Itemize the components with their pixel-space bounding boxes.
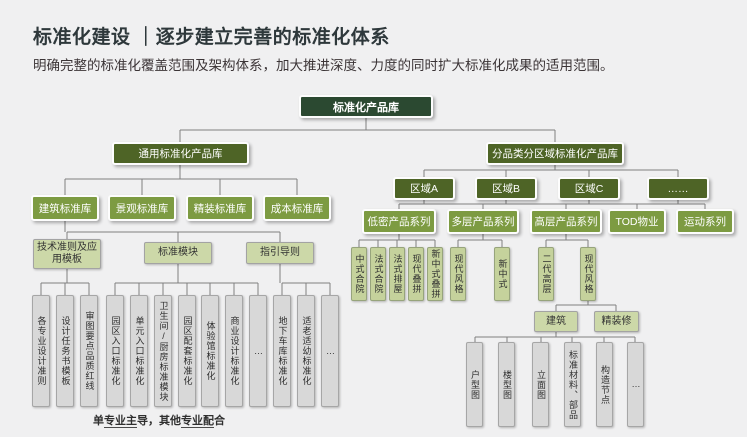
- node-review-quality-redline: 审图要点品质红线: [80, 295, 98, 407]
- node-tod-property: TOD物业: [608, 209, 666, 234]
- node-highrise-modern-style: 现代风格: [580, 247, 596, 301]
- node-unit-plan-drawing: 户型图: [466, 342, 483, 427]
- node-architecture-ellipsis: …: [627, 342, 644, 427]
- node-standard-materials-parts: 标准材料、部品: [564, 342, 581, 427]
- node-standard-modules: 标准模块: [144, 242, 212, 264]
- node-finishing-standard-library: 精装标准库: [186, 195, 254, 221]
- node-region-c: 区域C: [558, 177, 620, 200]
- node-new-chinese-stacked: 新中式叠拼: [427, 247, 443, 301]
- node-unit-entrance-standard: 单元入口标准化: [130, 295, 148, 407]
- node-cost-standard-library: 成本标准库: [263, 195, 331, 221]
- node-basement-garage-standard: 地下车库标准化: [273, 295, 291, 407]
- footnote-text-2: 导，其他: [137, 415, 181, 427]
- node-midrise-series: 多层产品系列: [447, 209, 519, 234]
- node-category-region-library: 分品类分区域标准化产品库: [486, 142, 624, 165]
- footnote-underlined-2: 专业配: [181, 415, 214, 428]
- footnote: 单专业主导，其他专业配合: [93, 412, 225, 428]
- node-midrise-modern-style: 现代风格: [450, 247, 466, 301]
- node-second-gen-highrise: 二代高层: [538, 247, 554, 301]
- node-guidelines: 指引导则: [246, 242, 314, 264]
- node-region-a: 区域A: [393, 177, 455, 200]
- footnote-text-3: 合: [214, 415, 225, 427]
- node-region-ellipsis: ……: [647, 177, 709, 200]
- node-general-library: 通用标准化产品库: [112, 142, 249, 165]
- node-region-b: 区域B: [475, 177, 537, 200]
- node-showroom-standard: 体验馆标准化: [201, 295, 219, 407]
- node-french-townhouse: 法式排屋: [389, 247, 405, 301]
- node-modern-stacked: 现代叠拼: [408, 247, 424, 301]
- page-title: 标准化建设 ｜逐步建立完善的标准化体系: [33, 27, 390, 48]
- page-subtitle: 明确完整的标准化覆盖范围及架构体系，加大推进深度、力度的同时扩大标准化成果的适用…: [33, 58, 614, 73]
- footnote-underlined-1: 专业主: [104, 415, 137, 428]
- node-fine-decoration: 精装修: [594, 311, 639, 332]
- node-chinese-courtyard: 中式合院: [351, 247, 367, 301]
- node-highrise-series: 高层产品系列: [530, 209, 602, 234]
- node-french-courtyard: 法式合院: [370, 247, 386, 301]
- node-module-ellipsis: …: [249, 295, 267, 407]
- node-sports-series: 运动系列: [676, 209, 734, 234]
- node-elevation-drawing: 立面图: [532, 342, 549, 427]
- node-guideline-ellipsis: …: [321, 295, 339, 407]
- footnote-text: 单: [93, 415, 104, 427]
- node-design-task-template: 设计任务书模板: [56, 295, 74, 407]
- node-root-product-library: 标准化产品库: [299, 95, 433, 118]
- node-elderly-child-standard: 适老适幼标准化: [297, 295, 315, 407]
- node-construction-details: 构造节点: [596, 342, 613, 427]
- node-midrise-new-chinese: 新中式: [494, 247, 510, 301]
- node-tech-rules-templates: 技术准则及应用模板: [33, 239, 101, 269]
- node-discipline-design-rules: 各专业设计准则: [32, 295, 50, 407]
- node-park-entrance-standard: 园区入口标准化: [106, 295, 124, 407]
- node-architecture-standard-library: 建筑标准库: [31, 195, 99, 221]
- node-bath-kitchen-module: 卫生间/厨房标准模块: [154, 295, 172, 407]
- node-building-type-drawing: 楼型图: [498, 342, 515, 427]
- node-low-density-series: 低密产品系列: [362, 209, 436, 234]
- node-landscape-standard-library: 景观标准库: [108, 195, 176, 221]
- node-commercial-design-standard: 商业设计标准化: [225, 295, 243, 407]
- node-park-amenity-standard: 园区配套标准化: [178, 295, 196, 407]
- node-architecture: 建筑: [534, 311, 578, 332]
